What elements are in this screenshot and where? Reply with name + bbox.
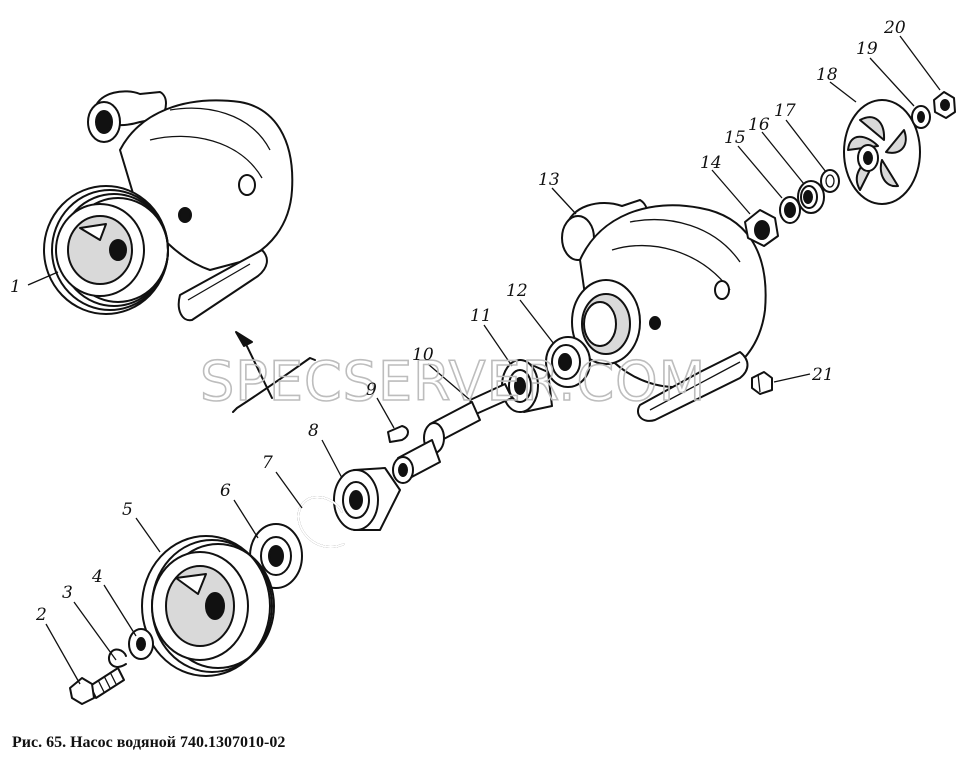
label-7: 7	[262, 453, 273, 473]
figure-caption: Рис. 65. Насос водяной 740.1307010-02	[12, 734, 286, 751]
washer-19	[911, 105, 931, 129]
label-12: 12	[506, 281, 528, 301]
label-20: 20	[883, 18, 906, 38]
label-3: 3	[62, 583, 73, 603]
seal-14	[744, 209, 779, 247]
label-11: 11	[470, 306, 492, 326]
pump-assembly-1	[43, 90, 294, 322]
label-9: 9	[366, 380, 377, 400]
ring-15	[779, 196, 801, 224]
washer-4	[128, 628, 154, 660]
key-9	[387, 425, 409, 443]
spring-washer-3	[108, 648, 127, 668]
label-8: 8	[308, 421, 319, 441]
watermark-logo: SPECSERVER.COM	[200, 350, 706, 413]
label-10: 10	[412, 345, 434, 365]
leader-lines	[27, 35, 941, 685]
snap-ring-7	[297, 495, 345, 548]
label-13: 13	[538, 170, 560, 190]
pump-housing-13	[561, 199, 767, 422]
impeller-18	[843, 99, 921, 205]
label-4: 4	[91, 567, 103, 587]
bolt-2	[69, 667, 125, 705]
washer-17	[820, 169, 840, 193]
label-17: 17	[774, 101, 796, 121]
seal-12	[545, 336, 591, 388]
bearing-8	[333, 467, 401, 531]
nut-20	[933, 91, 956, 119]
shaft-10	[392, 383, 513, 484]
label-19: 19	[856, 39, 878, 59]
label-14: 14	[700, 153, 722, 173]
assembly-arrow	[232, 331, 316, 413]
label-5: 5	[122, 500, 133, 520]
label-6: 6	[220, 481, 231, 501]
pulley-5	[141, 535, 275, 677]
label-21: 21	[811, 365, 834, 385]
label-15: 15	[724, 128, 746, 148]
label-1: 1	[10, 277, 21, 297]
label-18: 18	[816, 65, 838, 85]
plug-21	[751, 371, 773, 395]
ring-16	[797, 180, 825, 214]
label-2: 2	[35, 605, 47, 625]
label-16: 16	[748, 115, 770, 135]
part-labels: 1 2 3 4 5 6 7 8 9 10 11 12 13 14 15 16 1…	[10, 18, 906, 625]
